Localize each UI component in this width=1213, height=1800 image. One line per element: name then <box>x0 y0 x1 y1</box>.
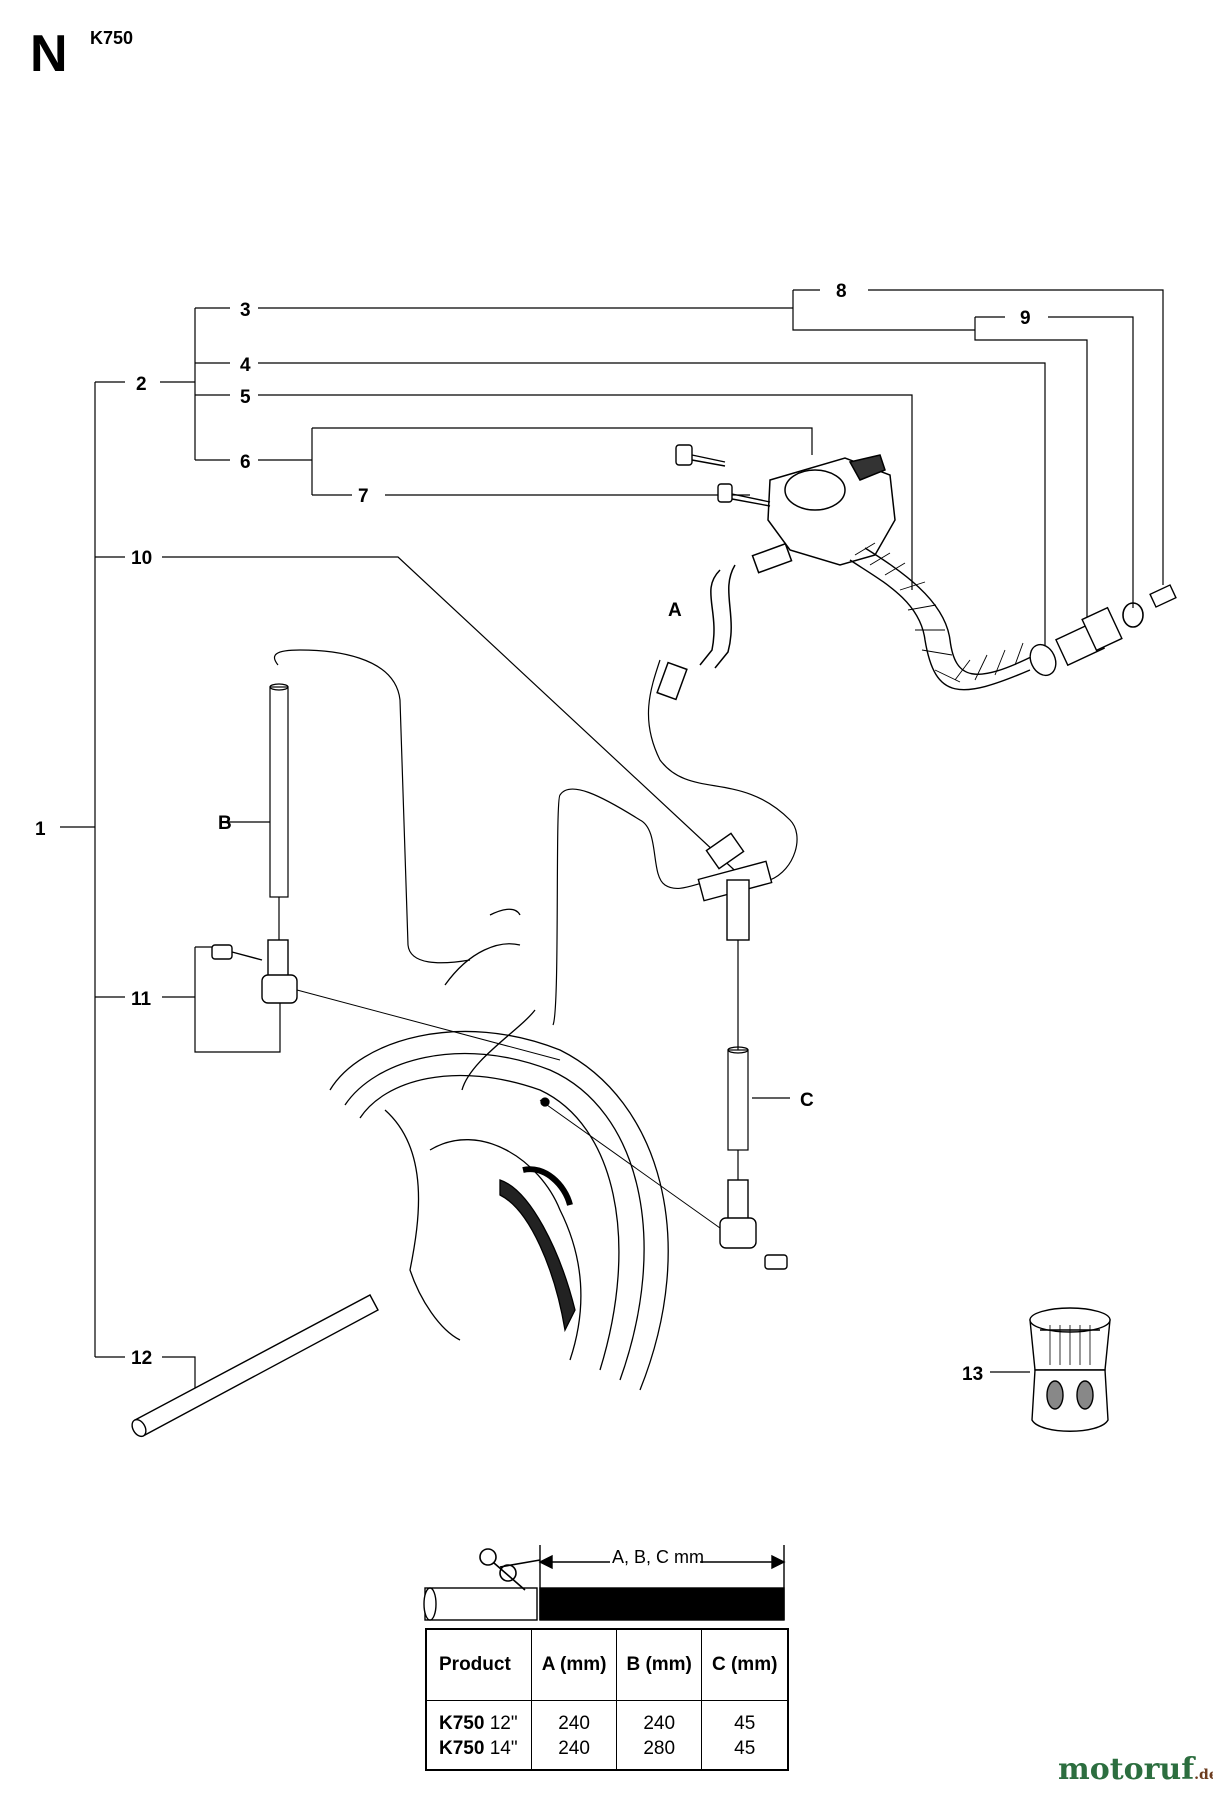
cut-length-label: A, B, C mm <box>612 1547 705 1567</box>
cell-a: 240 <box>531 1736 617 1770</box>
cut-diagram <box>423 1545 786 1621</box>
machine-frame <box>329 908 669 1391</box>
elbow-upper <box>211 939 561 1061</box>
callout-8: 8 <box>836 281 847 302</box>
elbow-lower <box>539 1099 788 1270</box>
callout-numbers: 1 2 3 4 5 6 7 8 9 10 11 12 13 <box>35 281 1031 1385</box>
callout-10: 10 <box>131 548 152 569</box>
hose-length-table: Product A (mm) B (mm) C (mm) K750 12" 24… <box>425 1628 789 1771</box>
product-size: 12" <box>489 1712 518 1734</box>
col-a: A (mm) <box>531 1629 617 1701</box>
hose-b <box>269 683 289 940</box>
callout-11: 11 <box>131 989 152 1010</box>
nozzle-13 <box>1029 1307 1111 1432</box>
callout-13: 13 <box>962 1364 983 1385</box>
product-model: K750 <box>439 1712 485 1734</box>
callout-1: 1 <box>35 819 46 840</box>
callout-12: 12 <box>131 1348 152 1369</box>
leader-lines <box>60 289 1164 1405</box>
callout-5: 5 <box>240 387 251 408</box>
section-letter: N <box>30 25 68 83</box>
braided-hose <box>849 542 1036 691</box>
hose-a <box>656 564 736 701</box>
hose-label-c: C <box>800 1090 814 1111</box>
col-c: C (mm) <box>701 1629 789 1701</box>
cell-b: 240 <box>615 1700 702 1736</box>
screw-7 <box>675 444 771 507</box>
col-product: Product <box>425 1629 533 1701</box>
watermark-tld: .de <box>1194 1767 1213 1783</box>
hose-label-b: B <box>218 813 232 834</box>
callout-4: 4 <box>240 355 251 376</box>
callout-2: 2 <box>136 374 147 395</box>
watermark-brand: motoruf <box>1058 1752 1195 1787</box>
water-tube <box>273 649 798 1026</box>
col-b: B (mm) <box>615 1629 703 1701</box>
screw-8 <box>1149 584 1177 608</box>
table-row: K750 12" 240 240 45 <box>426 1700 788 1736</box>
product-size: 14" <box>489 1737 518 1759</box>
model-name: K750 <box>90 28 134 48</box>
callout-3: 3 <box>240 300 251 321</box>
coupling-9 <box>1055 606 1123 667</box>
watermark: motoruf.de <box>1058 1752 1213 1787</box>
callout-7: 7 <box>358 486 369 507</box>
t-connector <box>697 832 773 941</box>
scissors-icon <box>479 1548 541 1591</box>
o-ring <box>1122 602 1144 628</box>
hose-clamp <box>1029 643 1057 677</box>
tube-12 <box>131 1294 379 1438</box>
product-model: K750 <box>439 1737 485 1759</box>
cell-a: 240 <box>531 1700 617 1736</box>
valve-housing <box>751 454 896 574</box>
cell-c: 45 <box>701 1736 788 1770</box>
hose-label-a: A <box>668 600 682 621</box>
cell-b: 280 <box>615 1736 702 1770</box>
callout-6: 6 <box>240 452 251 473</box>
cell-c: 45 <box>701 1700 788 1736</box>
callout-9: 9 <box>1020 308 1031 329</box>
table-row: K750 14" 240 280 45 <box>426 1736 788 1770</box>
hose-c <box>727 940 749 1180</box>
